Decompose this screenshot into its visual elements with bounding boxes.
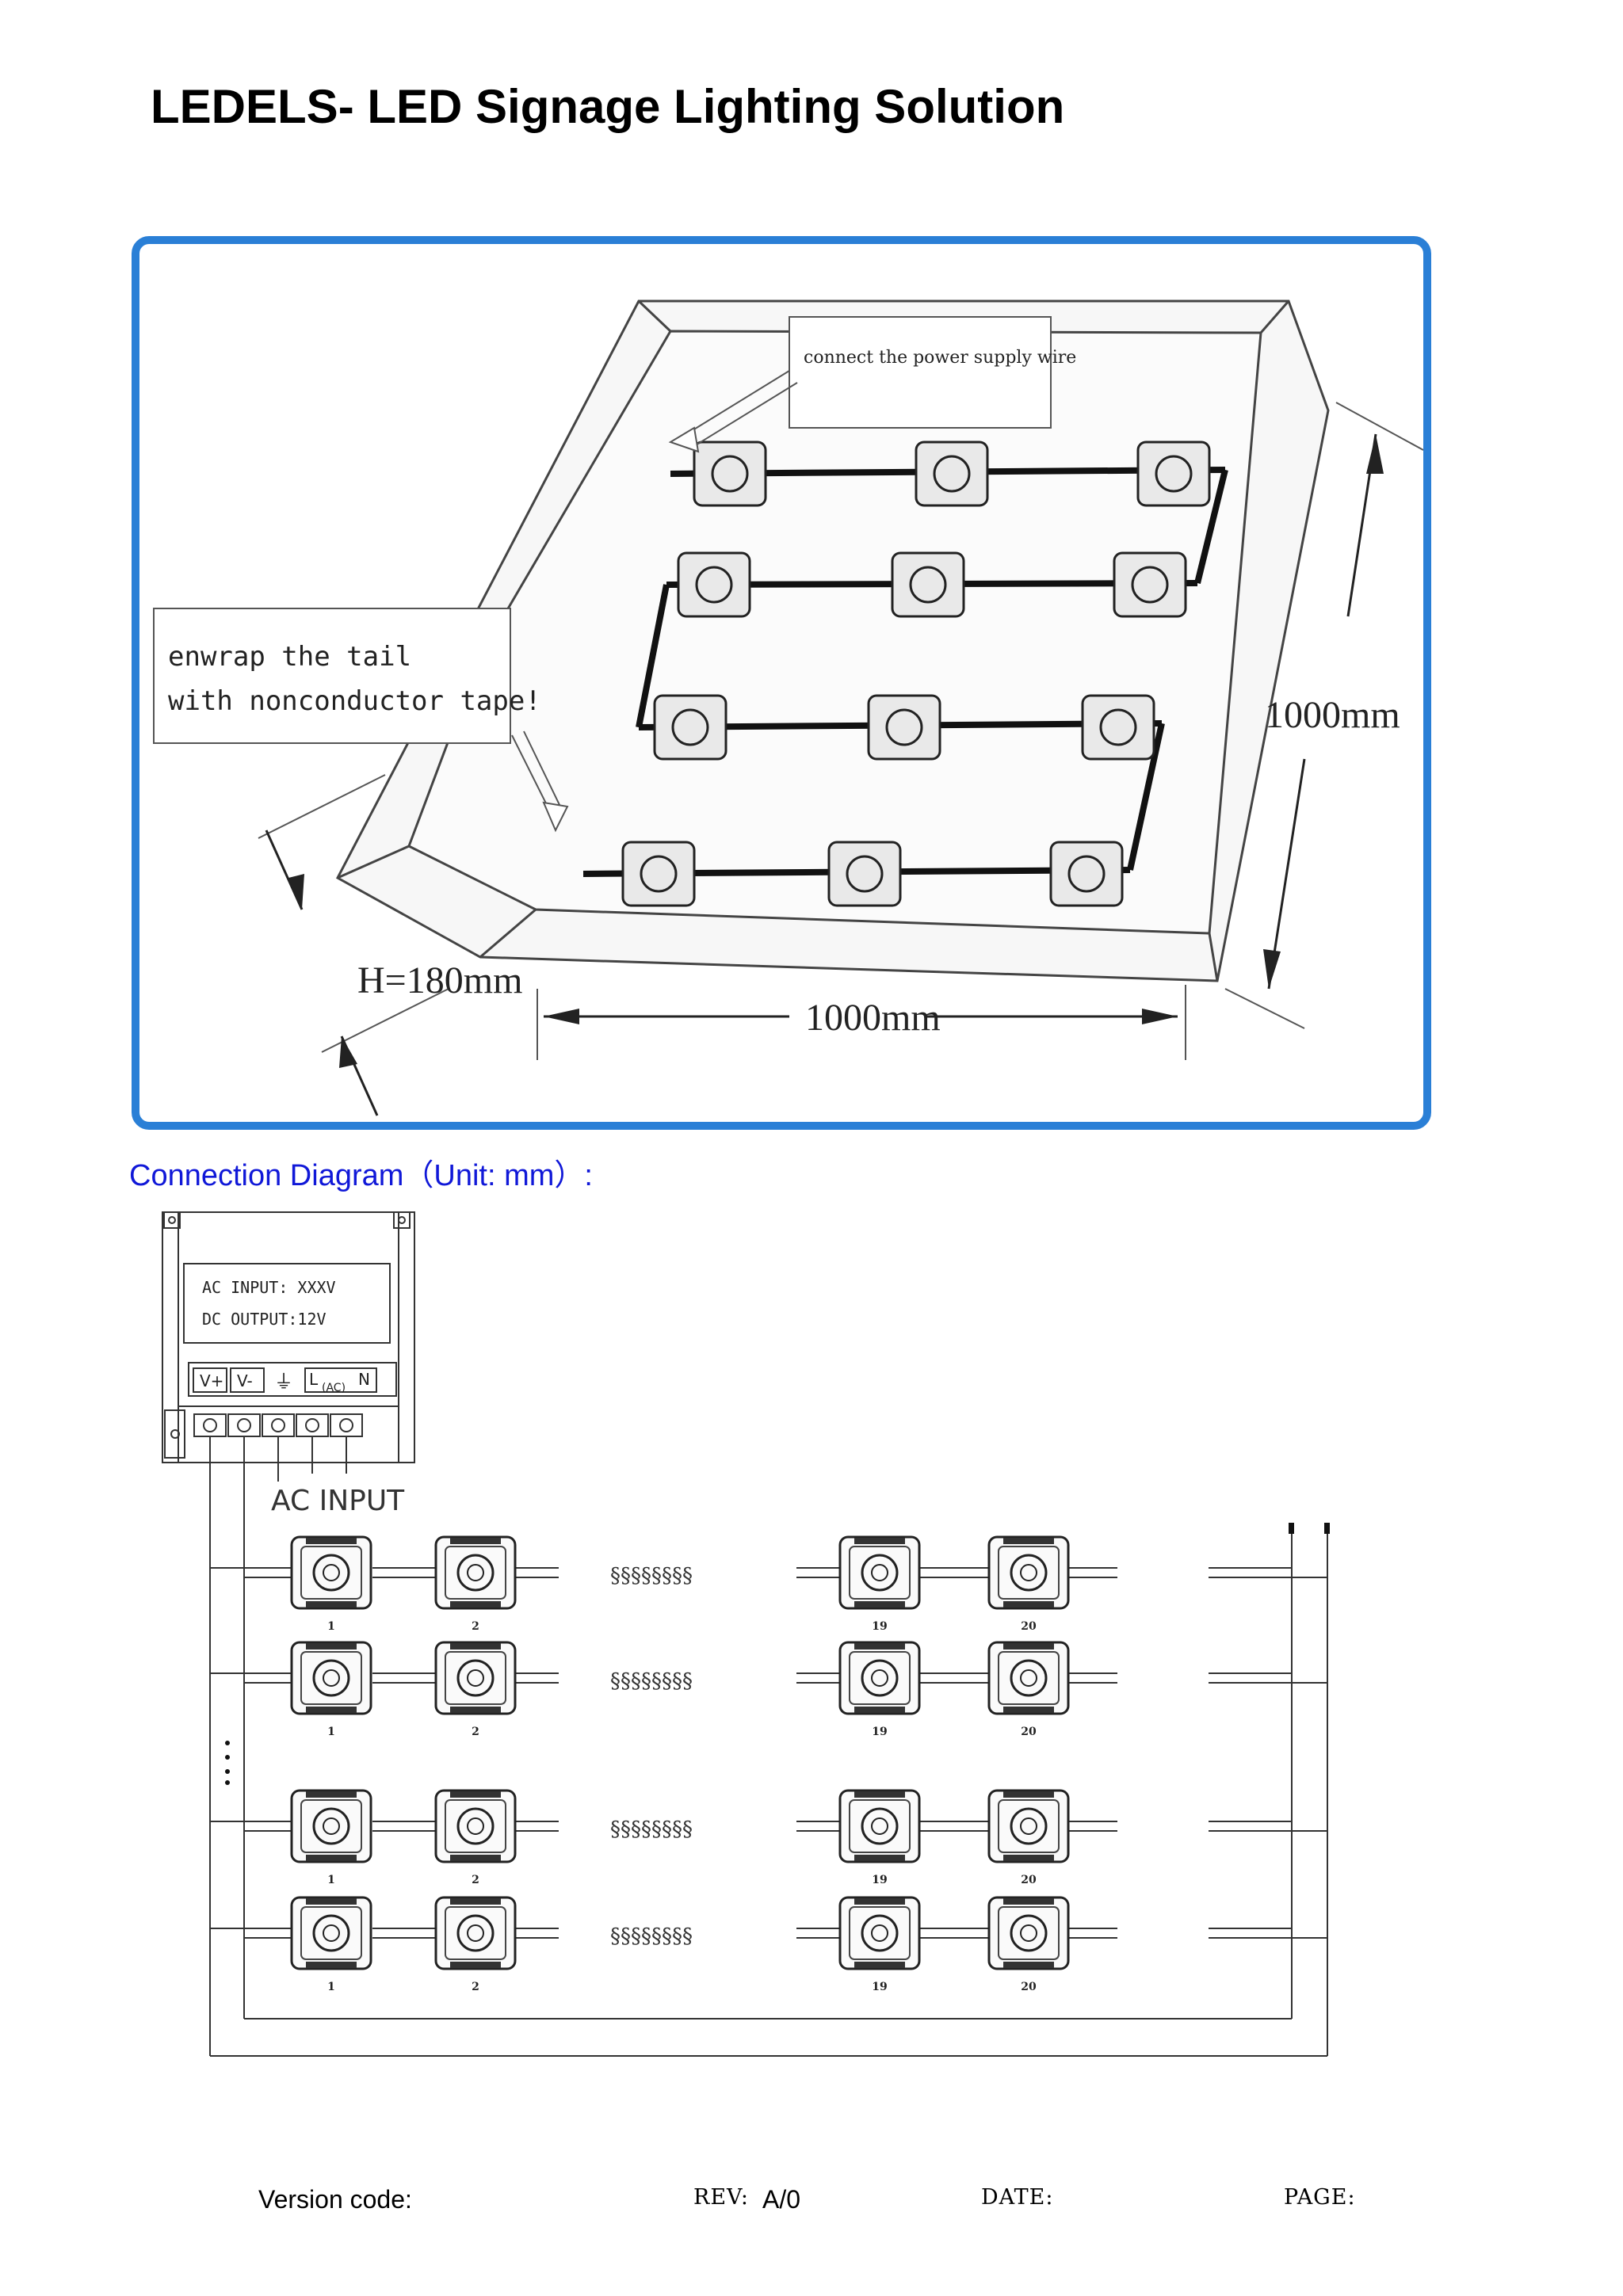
led-module: 2 <box>434 1535 517 1633</box>
led-module: 19 <box>838 1535 921 1633</box>
led-module: 19 <box>838 1789 921 1886</box>
version-code-label: Version code: <box>258 2185 412 2214</box>
led-module-number: 1 <box>327 1981 335 1993</box>
led-module: 19 <box>838 1641 921 1738</box>
led-module-number: 20 <box>1021 1620 1037 1633</box>
terminal-vplus-label: V+ <box>200 1371 223 1390</box>
led-module: 20 <box>987 1896 1070 1993</box>
installation-drawing: connect the power supply wire enwrap the… <box>153 299 1423 1116</box>
led-module-number: 1 <box>327 1874 335 1886</box>
led-module-number: 20 <box>1021 1726 1037 1738</box>
callout-tail-line2: with nonconductor tape! <box>168 685 541 717</box>
led-module: 1 <box>290 1789 372 1886</box>
rev-label: REV: <box>693 2185 749 2210</box>
break-marks: §§§§§§§§ <box>610 1669 693 1693</box>
led-module: 1 <box>290 1896 372 1993</box>
break-marks: §§§§§§§§ <box>610 1564 693 1588</box>
ac-input-label: AC INPUT <box>271 1485 405 1517</box>
dim-depth-label: H=180mm <box>357 959 522 1001</box>
led-module: 1 <box>290 1535 372 1633</box>
page-title: LEDELS- LED Signage Lighting Solution <box>151 80 1065 133</box>
led-module: 2 <box>434 1641 517 1738</box>
led-module-number: 1 <box>327 1620 335 1633</box>
led-module-number: 19 <box>872 1981 887 1993</box>
ground-icon: ⏚ <box>274 1371 293 1393</box>
break-marks: §§§§§§§§ <box>610 1817 693 1841</box>
led-module-number: 19 <box>872 1620 887 1633</box>
led-module: 1 <box>290 1641 372 1738</box>
led-module-number: 20 <box>1021 1874 1037 1886</box>
dim-height-label: 1000mm <box>1265 694 1400 736</box>
break-marks: §§§§§§§§ <box>610 1924 693 1948</box>
led-module-number: 20 <box>1021 1981 1037 1993</box>
psu-ac-input-text: AC INPUT: XXXV <box>202 1278 336 1297</box>
terminal-n-label: N <box>358 1370 370 1389</box>
led-module-number: 2 <box>472 1620 479 1633</box>
callout-power-text: connect the power supply wire <box>804 348 1076 368</box>
led-module: 20 <box>987 1535 1070 1633</box>
led-module-number: 2 <box>472 1981 479 1993</box>
callout-tail-line1: enwrap the tail <box>168 641 411 673</box>
terminal-ac-label: (AC) <box>322 1382 346 1394</box>
rev-value: A/0 <box>762 2185 801 2214</box>
led-module: 20 <box>987 1789 1070 1886</box>
terminal-vminus-label: V- <box>237 1371 253 1390</box>
led-module: 20 <box>987 1641 1070 1738</box>
installation-figure: connect the power supply wire enwrap the… <box>132 236 1431 1130</box>
psu-dc-output-text: DC OUTPUT:12V <box>202 1310 327 1329</box>
led-module-number: 2 <box>472 1874 479 1886</box>
dim-width-label: 1000mm <box>805 997 941 1039</box>
led-module-number: 2 <box>472 1726 479 1738</box>
led-module-number: 19 <box>872 1874 887 1886</box>
led-module: 2 <box>434 1789 517 1886</box>
led-module-number: 19 <box>872 1726 887 1738</box>
led-module: 2 <box>434 1896 517 1993</box>
led-module: 19 <box>838 1896 921 1993</box>
date-label: DATE: <box>981 2185 1054 2210</box>
terminal-l-label: L <box>309 1370 319 1389</box>
connection-diagram-caption: Connection Diagram（Unit: mm）: <box>129 1159 593 1192</box>
led-module-number: 1 <box>327 1726 335 1738</box>
led-rows: §§§§§§§§ 1 2 19 20 §§§§§§§§ 1 2 19 20 §§§§§§§§ 1 2 19… <box>210 1535 1327 1993</box>
page-label: PAGE: <box>1284 2185 1356 2210</box>
